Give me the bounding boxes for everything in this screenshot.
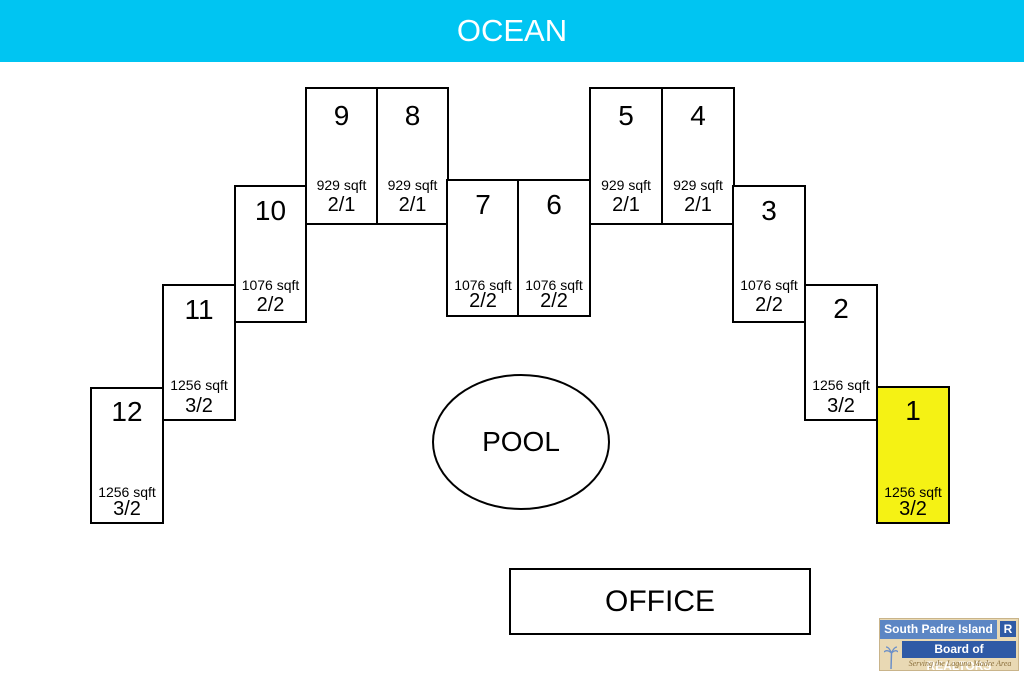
unit-sqft: 1256 sqft xyxy=(884,484,942,500)
unit-rooms: 2/2 xyxy=(469,290,497,312)
pool: POOL xyxy=(432,374,610,510)
unit-6[interactable]: 6 1076 sqft 2/2 xyxy=(517,179,591,317)
unit-rooms: 3/2 xyxy=(113,498,141,520)
unit-2[interactable]: 2 1256 sqft 3/2 xyxy=(804,284,878,421)
unit-3[interactable]: 3 1076 sqft 2/2 xyxy=(732,185,806,323)
unit-number: 3 xyxy=(761,195,777,226)
logo-tagline: Serving the Laguna Madre Area xyxy=(908,659,1012,668)
ocean-label: OCEAN xyxy=(456,13,568,48)
unit-sqft: 929 sqft xyxy=(601,177,651,193)
unit-number: 6 xyxy=(546,189,562,220)
unit-rooms: 2/1 xyxy=(612,194,640,216)
unit-9[interactable]: 9 929 sqft 2/1 xyxy=(305,87,378,225)
unit-11[interactable]: 11 1256 sqft 3/2 xyxy=(162,284,236,421)
unit-sqft: 1076 sqft xyxy=(454,277,512,293)
unit-number: 1 xyxy=(905,395,921,426)
unit-number: 8 xyxy=(404,100,421,131)
unit-number: 11 xyxy=(184,294,214,325)
unit-1[interactable]: 1 1256 sqft 3/2 xyxy=(876,386,950,524)
unit-rooms: 2/1 xyxy=(327,194,356,216)
realtor-r-icon: R xyxy=(1000,621,1016,637)
office-label: OFFICE xyxy=(605,584,715,618)
unit-rooms: 2/1 xyxy=(684,194,712,216)
unit-sqft: 1076 sqft xyxy=(525,277,583,293)
unit-number: 2 xyxy=(833,293,849,324)
unit-sqft: 1256 sqft xyxy=(170,377,228,393)
unit-5[interactable]: 5 929 sqft 2/1 xyxy=(589,87,663,225)
unit-sqft: 1076 sqft xyxy=(241,277,300,293)
unit-sqft: 929 sqft xyxy=(387,177,438,193)
logo-line-1: South Padre Island xyxy=(880,620,997,639)
unit-number: 5 xyxy=(618,100,634,131)
unit-rooms: 3/2 xyxy=(827,395,855,417)
unit-number: 12 xyxy=(111,396,143,427)
unit-sqft: 929 sqft xyxy=(673,177,723,193)
unit-number: 4 xyxy=(690,100,706,131)
unit-sqft: 1076 sqft xyxy=(740,277,798,293)
unit-7[interactable]: 7 1076 sqft 2/2 xyxy=(446,179,520,317)
office: OFFICE xyxy=(509,568,811,635)
unit-8[interactable]: 8 929 sqft 2/1 xyxy=(376,87,449,225)
unit-rooms: 2/2 xyxy=(755,294,783,316)
board-of-realtors-logo: South Padre Island R Board of REALTORS S… xyxy=(879,618,1019,673)
unit-rooms: 2/2 xyxy=(540,290,568,312)
unit-rooms: 3/2 xyxy=(899,498,927,520)
unit-number: 10 xyxy=(254,195,287,226)
unit-10[interactable]: 10 1076 sqft 2/2 xyxy=(234,185,307,323)
ocean-banner: OCEAN xyxy=(0,0,1024,62)
unit-sqft: 1256 sqft xyxy=(98,484,156,500)
unit-12[interactable]: 12 1256 sqft 3/2 xyxy=(90,387,164,524)
pool-label: POOL xyxy=(482,426,560,457)
logo-line-2: Board of REALTORS xyxy=(902,641,1016,673)
unit-sqft: 929 sqft xyxy=(316,177,367,193)
unit-number: 9 xyxy=(333,100,350,131)
unit-sqft: 1256 sqft xyxy=(812,377,870,393)
unit-4[interactable]: 4 929 sqft 2/1 xyxy=(661,87,735,225)
unit-number: 7 xyxy=(475,189,491,220)
palm-tree-icon xyxy=(884,646,898,669)
unit-rooms: 2/1 xyxy=(398,194,427,216)
unit-rooms: 2/2 xyxy=(256,294,285,316)
unit-rooms: 3/2 xyxy=(185,395,213,417)
